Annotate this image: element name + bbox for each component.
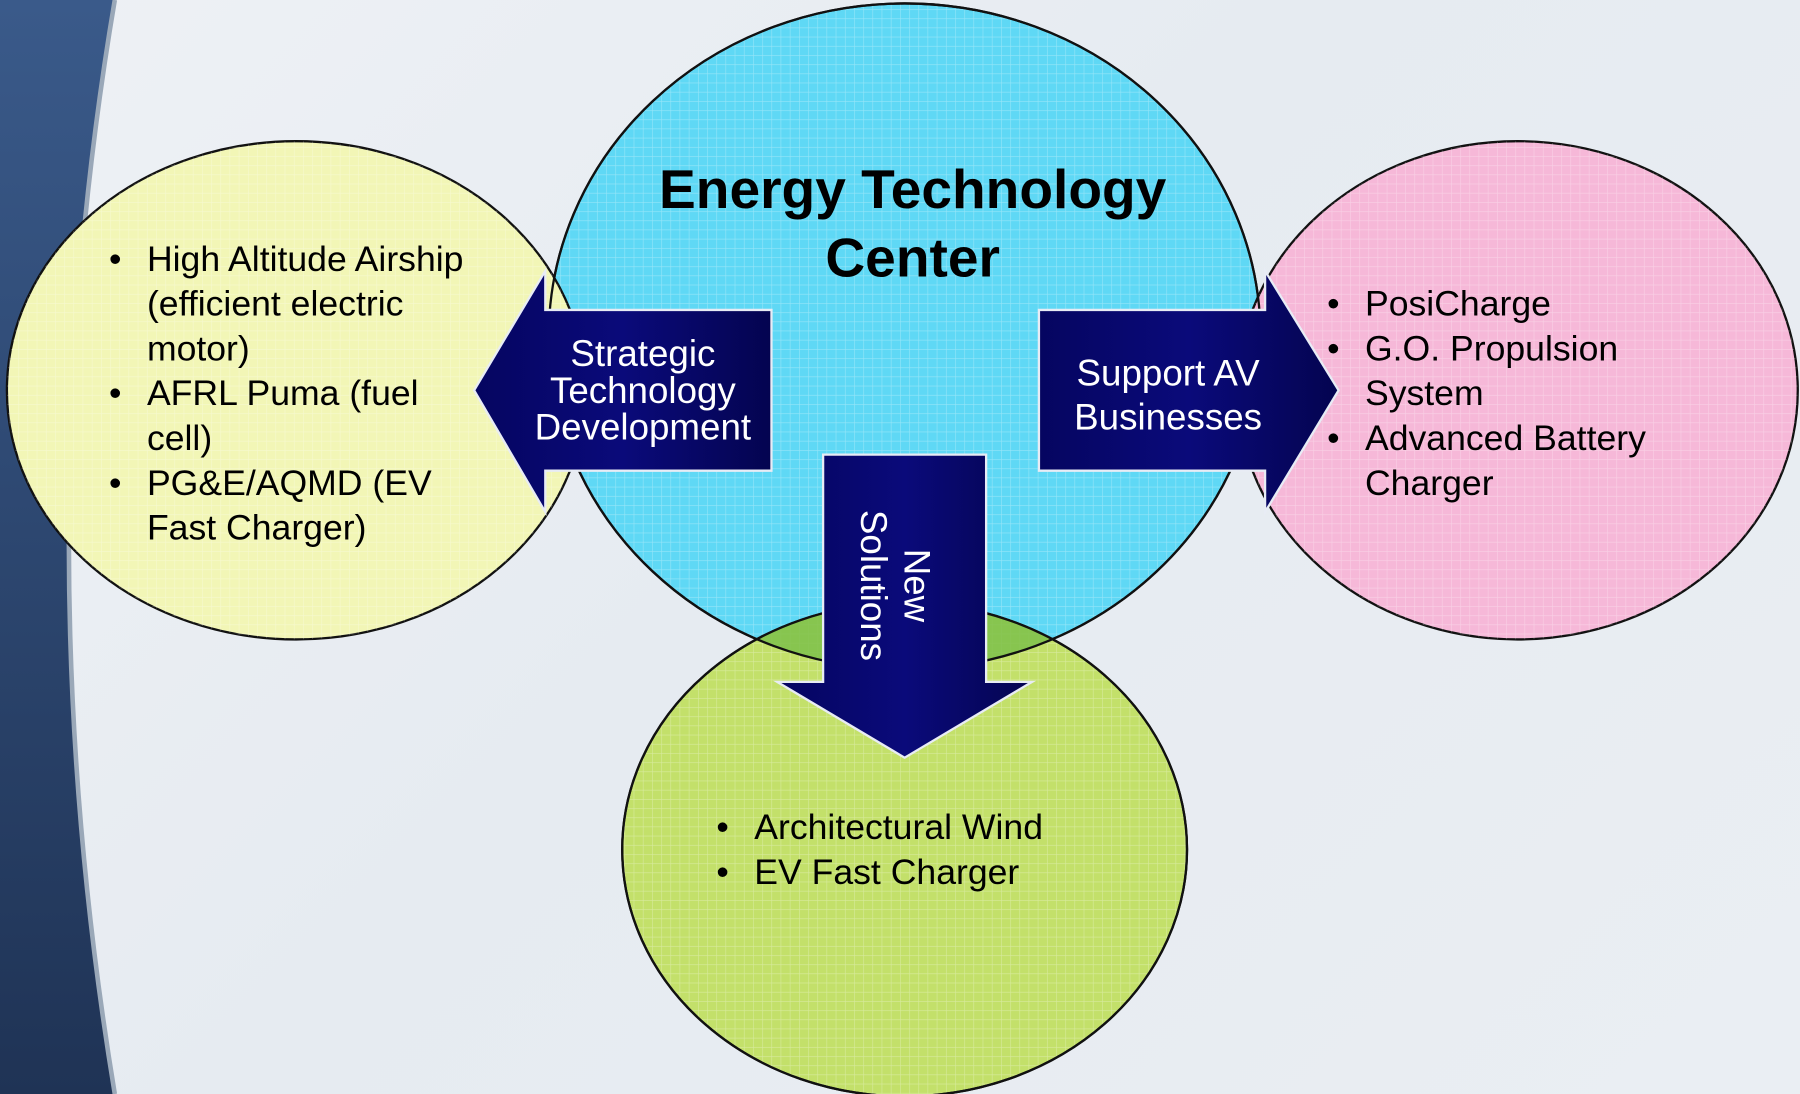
list-item: PosiCharge [1327, 281, 1671, 326]
list-item: AFRL Puma (fuel cell) [109, 371, 488, 461]
decorative-side-arc [0, 0, 115, 1094]
right-arrow-label-line-2: Businesses [1074, 396, 1263, 438]
list-item: PG&E/AQMD (EV Fast Charger) [109, 460, 488, 550]
down-arrow [773, 453, 1037, 760]
left-arrow [472, 266, 773, 517]
left-arrow-label-line-2: Technology [549, 369, 736, 411]
left-arrow-label: Strategic Technology Development [505, 335, 781, 445]
down-arrow-label-line-1: New [896, 548, 938, 623]
center-circle [547, 2, 1262, 671]
down-arrow-label: New Solutions [852, 494, 939, 678]
down-arrow-label-line-2: Solutions [852, 509, 895, 662]
left-circle-list: High Altitude Airship (efficient electri… [109, 236, 488, 549]
left-arrow-label-line-3: Development [534, 406, 752, 448]
center-title-line-2: Center [825, 228, 1000, 290]
right-arrow [1037, 266, 1340, 517]
list-item: Architectural Wind [716, 805, 1095, 850]
right-arrow-label-line-1: Support AV [1076, 352, 1260, 394]
list-item: EV Fast Charger [716, 850, 1095, 895]
left-arrow-label-line-1: Strategic [570, 332, 716, 375]
list-item: G.O. Propulsion System [1327, 326, 1671, 416]
right-arrow-label: Support AV Businesses [1039, 351, 1297, 438]
center-title: Energy Technology Center [574, 156, 1251, 294]
right-circle-list: PosiCharge G.O. Propulsion System Advanc… [1327, 281, 1671, 505]
list-item: High Altitude Airship (efficient electri… [109, 236, 488, 370]
bottom-circle-list: Architectural Wind EV Fast Charger [716, 805, 1095, 895]
list-item: Advanced Battery Charger [1327, 416, 1671, 506]
center-title-line-1: Energy Technology [659, 159, 1167, 221]
